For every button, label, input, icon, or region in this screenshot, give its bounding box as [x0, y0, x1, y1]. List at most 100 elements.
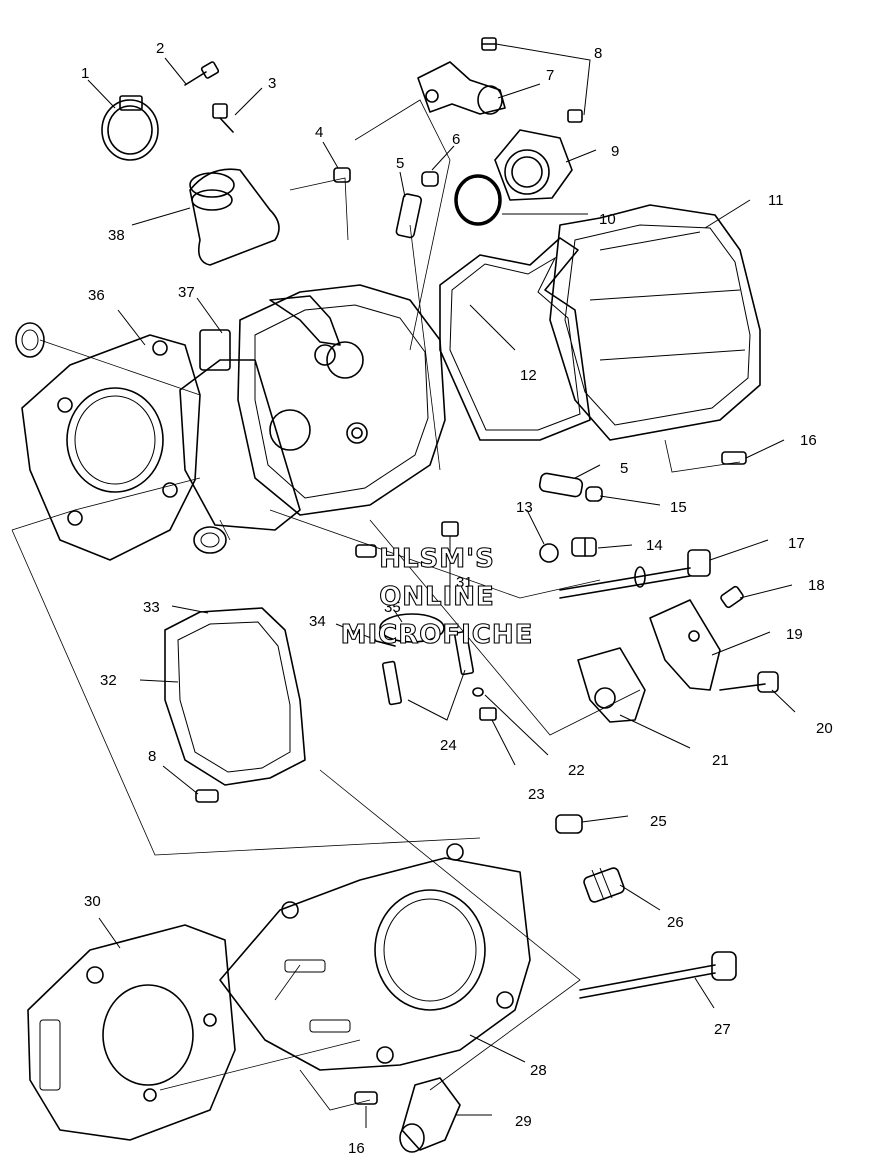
- part-nut: [479, 707, 497, 721]
- callout-2: 2: [156, 40, 164, 57]
- part-bolt: [719, 671, 779, 693]
- part-base-gasket: [27, 924, 236, 1141]
- assembly-line: [11, 529, 481, 856]
- callout-17: 17: [788, 535, 805, 552]
- part-o-ring: [454, 174, 502, 226]
- part-gasket-inner: [449, 256, 581, 431]
- callout-7: 7: [546, 67, 554, 84]
- watermark-line-1: HLSM'S: [379, 544, 495, 574]
- part-cap: [421, 171, 439, 187]
- assembly-line: [319, 769, 581, 1091]
- part-nut: [441, 521, 459, 537]
- part-clamp: [101, 95, 159, 161]
- callout-10: 10: [599, 211, 616, 228]
- callout-13: 13: [516, 499, 533, 516]
- callout-33: 33: [143, 599, 160, 616]
- assembly-line: [289, 177, 349, 241]
- callout-31: 31: [456, 574, 473, 591]
- part-bolt: [212, 103, 234, 133]
- callout-19: 19: [786, 626, 803, 643]
- part-bolt: [195, 789, 219, 803]
- callout-30: 30: [84, 893, 101, 910]
- callout-9: 9: [611, 143, 619, 160]
- part-washer: [539, 543, 559, 563]
- assembly-line: [159, 1039, 361, 1091]
- part-o-ring: [379, 613, 445, 643]
- part-elbow: [417, 61, 506, 115]
- part-dowel: [555, 814, 583, 834]
- callout-8b: 8: [148, 748, 156, 765]
- part-bolt: [184, 61, 220, 86]
- part-dowel: [333, 167, 351, 183]
- callout-4: 4: [315, 124, 323, 141]
- callout-32: 32: [100, 672, 117, 689]
- assembly-line: [11, 477, 201, 531]
- part-cylinder: [219, 843, 531, 1071]
- callout-15: 15: [670, 499, 687, 516]
- part-bolt: [721, 451, 747, 465]
- assembly-line: [409, 224, 441, 471]
- watermark-line-2: ONLINE: [379, 582, 495, 612]
- part-flange: [494, 129, 573, 201]
- part-elbow: [399, 1077, 461, 1153]
- callout-20: 20: [816, 720, 833, 737]
- callout-37: 37: [178, 284, 195, 301]
- part-gasket: [439, 237, 591, 441]
- part-tube: [538, 472, 584, 498]
- assembly-lines: [11, 99, 741, 1111]
- part-intake-boot: [189, 168, 280, 266]
- part-valve-cover: [549, 204, 761, 441]
- watermark: HLSM'S ONLINE MICROFICHE: [340, 543, 533, 650]
- part-plug: [583, 867, 625, 903]
- part-bolt: [567, 109, 583, 123]
- callout-14: 14: [646, 537, 663, 554]
- callout-27: 27: [714, 1021, 731, 1038]
- part-cap: [585, 486, 603, 502]
- part-seal: [15, 322, 45, 358]
- callout-1: 1: [81, 65, 89, 82]
- part-stud: [381, 630, 475, 706]
- part-tube: [395, 193, 423, 239]
- part-cylinder-head: [199, 284, 446, 516]
- callout-16b: 16: [348, 1140, 365, 1157]
- callout-28: 28: [530, 1062, 547, 1079]
- part-bracket: [577, 647, 646, 723]
- part-bolt: [720, 585, 744, 609]
- assembly-line: [274, 964, 301, 1001]
- callout-5b: 5: [620, 460, 628, 477]
- callout-3: 3: [268, 75, 276, 92]
- callout-6: 6: [452, 131, 460, 148]
- assembly-line: [354, 99, 451, 351]
- part-plug: [571, 537, 597, 557]
- callout-26: 26: [667, 914, 684, 931]
- callout-8: 8: [594, 45, 602, 62]
- callout-11: 11: [768, 192, 784, 209]
- callout-labels: 1 2 3 4 5 6 7 8 9 10 11 12 5 13 14 15 16…: [81, 40, 833, 1157]
- part-head-gasket: [179, 359, 301, 531]
- callout-25: 25: [650, 813, 667, 830]
- callout-29: 29: [515, 1113, 532, 1130]
- part-cylinder-gasket: [21, 334, 201, 561]
- callout-5: 5: [396, 155, 404, 172]
- part-pin: [371, 639, 396, 647]
- callout-36: 36: [88, 287, 105, 304]
- callout-21: 21: [712, 752, 729, 769]
- assembly-line: [369, 519, 641, 736]
- leader-lines: [87, 43, 796, 1128]
- callout-18: 18: [808, 577, 825, 594]
- callout-38: 38: [108, 227, 125, 244]
- callout-23: 23: [528, 786, 545, 803]
- part-bracket: [649, 599, 721, 691]
- part-stud-bolt: [579, 951, 737, 999]
- assembly-line: [39, 339, 201, 396]
- callout-22: 22: [568, 762, 585, 779]
- part-bolt: [481, 37, 497, 51]
- assembly-line: [664, 439, 741, 473]
- part-seal: [193, 526, 227, 554]
- callout-12: 12: [520, 367, 537, 384]
- part-stud-bolt: [559, 549, 711, 599]
- part-bolt: [355, 544, 377, 558]
- callout-35: 35: [384, 599, 401, 616]
